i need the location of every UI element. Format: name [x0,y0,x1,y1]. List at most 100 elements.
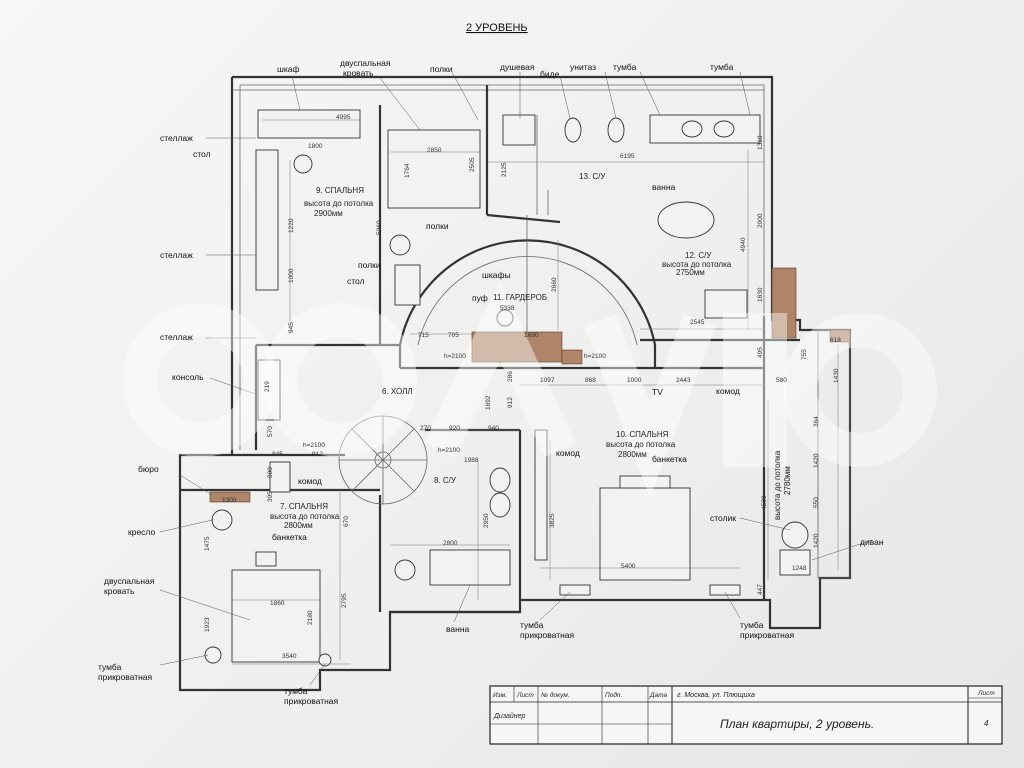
dresser-room10 [534,429,548,561]
bathtub-12 [657,201,715,239]
bathtub-8 [429,549,511,586]
leader-lines [159,71,873,686]
room7-height-label: высота до потолка [270,512,340,521]
dim-395: 395 [267,491,274,502]
room12-height-value: 2750мм [676,268,705,277]
bed-room9 [387,129,481,209]
label-tv: TV [652,387,663,397]
wardrobe-room9 [257,109,361,139]
dim-715: 715 [418,332,429,339]
label-bedside-1: тумба [98,662,122,672]
label-dresser-right: комод [716,386,740,396]
dim-912-a: 912 [312,451,323,458]
label-shelving-2: стеллаж [160,250,193,260]
tb-list-col: Лист [516,692,534,699]
console [257,359,281,421]
hatched-walls [209,267,851,503]
dim-1764: 1764 [404,163,411,178]
label-bedside-1b: прикроватная [98,672,153,682]
dim-h2100-d: h=2100 [438,447,460,454]
label-toilet: унитаз [570,62,596,72]
dim-6195: 6195 [620,153,635,160]
tb-ndoc: № докум. [541,691,570,699]
shower [502,114,536,146]
bench-room10 [619,475,671,489]
spiral-staircase [338,415,428,505]
room7-height-value: 2800мм [284,521,313,530]
dim-1988: 1988 [464,457,479,464]
dim-270: 270 [420,425,431,432]
room12-name: 12. С/У [685,251,712,260]
label-shelving-3: стеллаж [160,332,193,342]
title-block: Изм. Лист № докум. Подп. Дата г. Москва,… [489,685,1003,745]
label-console: консоль [172,372,204,382]
dimension-lines [232,119,839,665]
dim-h2100-c: h=2100 [303,442,325,449]
watermark [123,279,937,498]
label-cabinet-a: тумба [613,62,637,72]
label-desk-1: стол [193,149,211,159]
label-double-bed-1: двуспальная [340,58,391,68]
room13-name: 13. С/У [579,172,606,181]
room10-height-value: 2800мм [618,450,647,459]
room10-name: 10. СПАЛЬНЯ [616,430,669,439]
dim-2660: 2660 [551,277,558,292]
dim-5338: 5338 [500,305,515,312]
label-bidet: биде [540,69,560,79]
dim-618: 618 [830,337,841,344]
dim-2800: 2800 [443,540,458,547]
dim-2795: 2795 [341,593,348,608]
label-shelves-top: полки [430,64,453,74]
label-bench-room10: банкетка [652,454,687,464]
label-desk-2: стол [347,276,365,286]
drawing-title: 2 УРОВЕНЬ [466,22,528,34]
room14-height-label: высота до потолка [773,450,782,520]
dim-1860: 1860 [270,600,285,607]
room11-name: 11. ГАРДЕРОБ [493,293,547,302]
room9-height-label: высота до потолка [304,199,374,208]
label-bedside-2: тумба [284,686,308,696]
label-shower: душевая [500,62,535,72]
tb-designer: Дизайнер [493,712,526,720]
label-bench-room7: банкетка [272,532,307,542]
armchair [211,509,233,531]
dim-1000-a: 1000 [288,268,295,283]
dim-1630: 1630 [757,287,764,302]
label-pouf: пуф [472,293,488,303]
room-labels: 9. СПАЛЬНЯ высота до потолка 2900мм 11. … [270,172,792,530]
dim-219: 219 [264,381,271,392]
dim-1248: 1248 [792,565,807,572]
dim-1300: 1300 [222,497,237,504]
dim-2850: 2850 [427,147,442,154]
tb-list-no: 4 [984,719,989,728]
dim-4995: 4995 [336,114,351,121]
dresser-left [269,461,291,493]
dim-1420-a: 1420 [813,453,820,468]
label-side-table: столик [710,513,736,523]
dim-550: 550 [813,497,820,508]
dim-1000-b: 1000 [627,377,642,384]
dim-1923: 1923 [204,617,211,632]
room6-name: 6. ХОЛЛ [382,387,413,396]
outer-walls [178,75,852,692]
label-dresser-left: комод [298,476,322,486]
dim-286: 286 [507,371,514,382]
dim-2545: 2545 [690,319,705,326]
dim-h2100-a: h=2100 [444,353,466,360]
dim-705: 705 [448,332,459,339]
dim-1475: 1475 [204,536,211,551]
tb-drawing-name: План квартиры, 2 уровень. [720,717,874,731]
label-shelves-low: полки [358,260,381,270]
dim-570: 570 [267,426,274,437]
dim-912-b: 912 [507,397,514,408]
label-bedside-4b: прикроватная [740,630,795,640]
dimension-labels: 4995 1800 2850 6195 5338 1690 715 705 25… [204,114,841,660]
dim-3825: 3825 [549,513,556,528]
dim-447: 447 [757,584,764,595]
room9-height-value: 2900мм [314,209,343,218]
wardrobe-arc [398,215,657,368]
tb-data: Дата [649,692,668,699]
room8-name: 8. С/У [434,476,457,485]
dim-670: 670 [343,516,350,527]
bed-room10 [599,487,691,581]
